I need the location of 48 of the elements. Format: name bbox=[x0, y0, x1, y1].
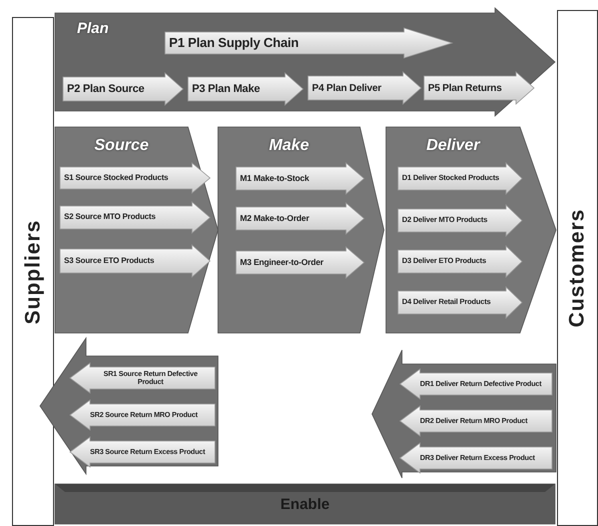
party-box bbox=[12, 17, 54, 526]
return-panel bbox=[372, 350, 556, 478]
section-heading: Deliver bbox=[425, 137, 482, 155]
process-step bbox=[60, 245, 210, 277]
process-label: S3 Source ETO Products bbox=[64, 256, 154, 266]
return-step bbox=[400, 406, 552, 436]
return-step bbox=[70, 400, 215, 430]
process-band bbox=[386, 127, 556, 333]
process-label: S2 Source MTO Products bbox=[64, 213, 156, 222]
process-step bbox=[188, 73, 303, 105]
process-step bbox=[308, 72, 421, 104]
process-label: S1 Source Stocked Products bbox=[64, 174, 168, 182]
return-step bbox=[70, 437, 215, 467]
process-step bbox=[398, 163, 522, 194]
enable-bar bbox=[55, 484, 555, 524]
process-step bbox=[60, 202, 210, 233]
process-step bbox=[398, 246, 522, 277]
process-step bbox=[165, 28, 452, 58]
process-band bbox=[55, 8, 555, 116]
process-step bbox=[398, 287, 522, 318]
process-label: P5 Plan Returns bbox=[428, 82, 502, 94]
process-band bbox=[55, 127, 218, 333]
section-heading: Plan bbox=[77, 20, 109, 37]
process-label: P3 Plan Make bbox=[192, 82, 260, 96]
process-label: M2 Make-to-Order bbox=[240, 214, 310, 224]
process-label: P2 Plan Source bbox=[67, 82, 144, 96]
process-label: M3 Engineer-to-Order bbox=[240, 258, 324, 268]
process-label: P1 Plan Supply Chain bbox=[169, 36, 299, 50]
section-heading: Make bbox=[268, 137, 310, 155]
process-step bbox=[63, 73, 183, 105]
return-panel bbox=[40, 338, 218, 474]
process-step bbox=[236, 247, 364, 278]
return-step bbox=[400, 443, 552, 473]
party-label: Suppliers bbox=[21, 219, 45, 324]
party-box bbox=[557, 10, 598, 526]
section-heading: Source bbox=[93, 137, 150, 155]
process-step bbox=[60, 163, 210, 193]
bar-label: Enable bbox=[280, 496, 330, 512]
return-step bbox=[70, 363, 215, 393]
process-label: P4 Plan Deliver bbox=[312, 82, 382, 94]
process-step bbox=[398, 205, 522, 236]
return-step bbox=[400, 369, 552, 399]
process-label: M1 Make-to-Stock bbox=[240, 174, 310, 184]
process-step bbox=[236, 163, 364, 194]
party-label: Customers bbox=[566, 208, 590, 328]
process-step bbox=[236, 203, 364, 234]
process-band bbox=[218, 127, 384, 333]
process-step bbox=[424, 72, 534, 104]
